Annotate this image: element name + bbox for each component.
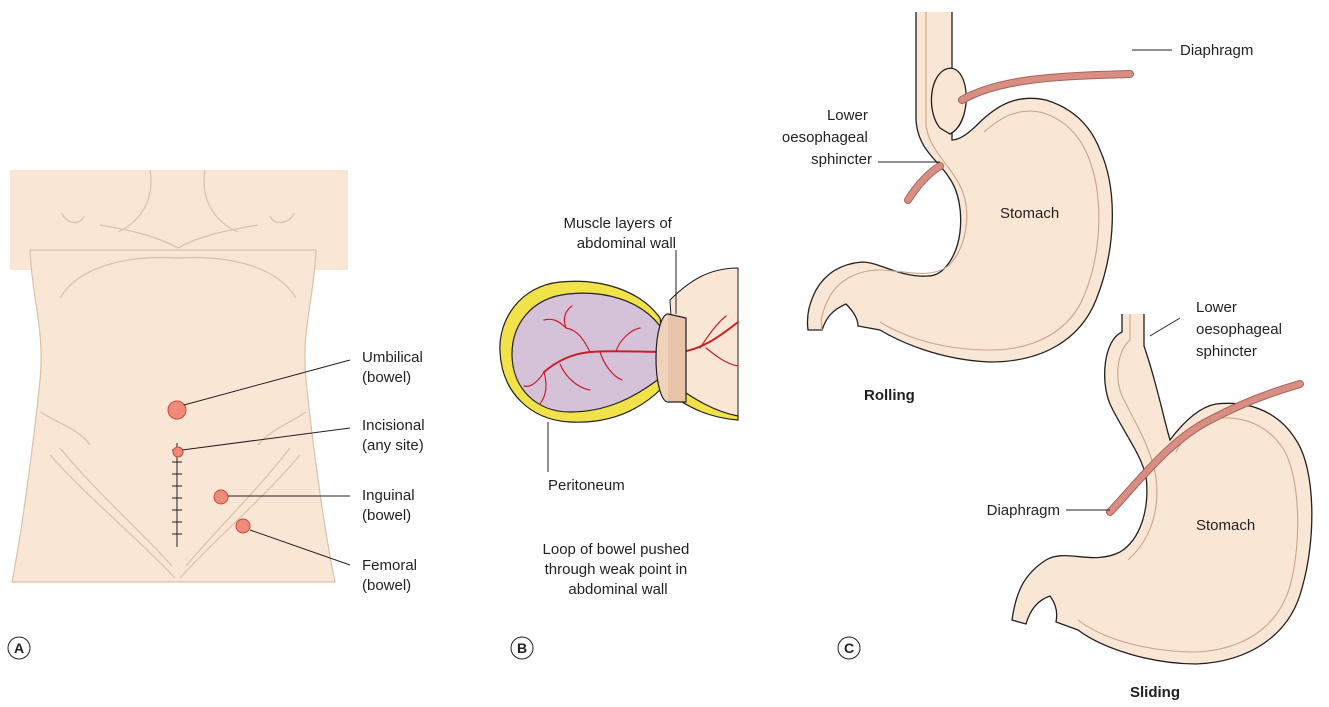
- sliding-title: Sliding: [1130, 684, 1180, 701]
- panel-a: Umbilical (bowel) Incisional (any site) …: [8, 170, 429, 659]
- bowel-loop-illustration: [500, 268, 738, 422]
- incisional-site: [173, 447, 183, 457]
- umbilical-label: Umbilical (bowel): [362, 349, 427, 386]
- panel-b: Muscle layers of abdominal wall Peritone…: [500, 215, 738, 659]
- torso-illustration: [10, 170, 348, 582]
- sliding-sphincter-label: Lower oesophageal sphincter: [1196, 299, 1286, 360]
- panel-c: Diaphragm Lower oesophageal sphincter St…: [782, 12, 1312, 701]
- sliding-hernia-illustration: [1012, 314, 1312, 664]
- femoral-site: [236, 519, 250, 533]
- panel-letter-a: A: [8, 637, 30, 659]
- incisional-label: Incisional (any site): [362, 417, 429, 454]
- svg-text:B: B: [517, 640, 527, 656]
- peritoneum-label: Peritoneum: [548, 477, 625, 494]
- sliding-stomach-label: Stomach: [1196, 517, 1255, 534]
- rolling-title: Rolling: [864, 387, 915, 404]
- rolling-sphincter-label: Lower oesophageal sphincter: [782, 107, 872, 168]
- svg-text:A: A: [14, 640, 24, 656]
- svg-text:C: C: [844, 640, 854, 656]
- sliding-diaphragm-label: Diaphragm: [987, 502, 1060, 519]
- rolling-stomach-label: Stomach: [1000, 205, 1059, 222]
- muscle-layers-label: Muscle layers of abdominal wall: [563, 215, 676, 252]
- panel-letter-c: C: [838, 637, 860, 659]
- bowel-loop-caption: Loop of bowel pushed through weak point …: [543, 541, 694, 598]
- femoral-label: Femoral (bowel): [362, 557, 421, 594]
- rolling-diaphragm-label: Diaphragm: [1180, 42, 1253, 59]
- umbilical-site: [168, 401, 186, 419]
- inguinal-label: Inguinal (bowel): [362, 487, 419, 524]
- inguinal-site: [214, 490, 228, 504]
- panel-letter-b: B: [511, 637, 533, 659]
- rolling-hernia-illustration: [807, 12, 1130, 362]
